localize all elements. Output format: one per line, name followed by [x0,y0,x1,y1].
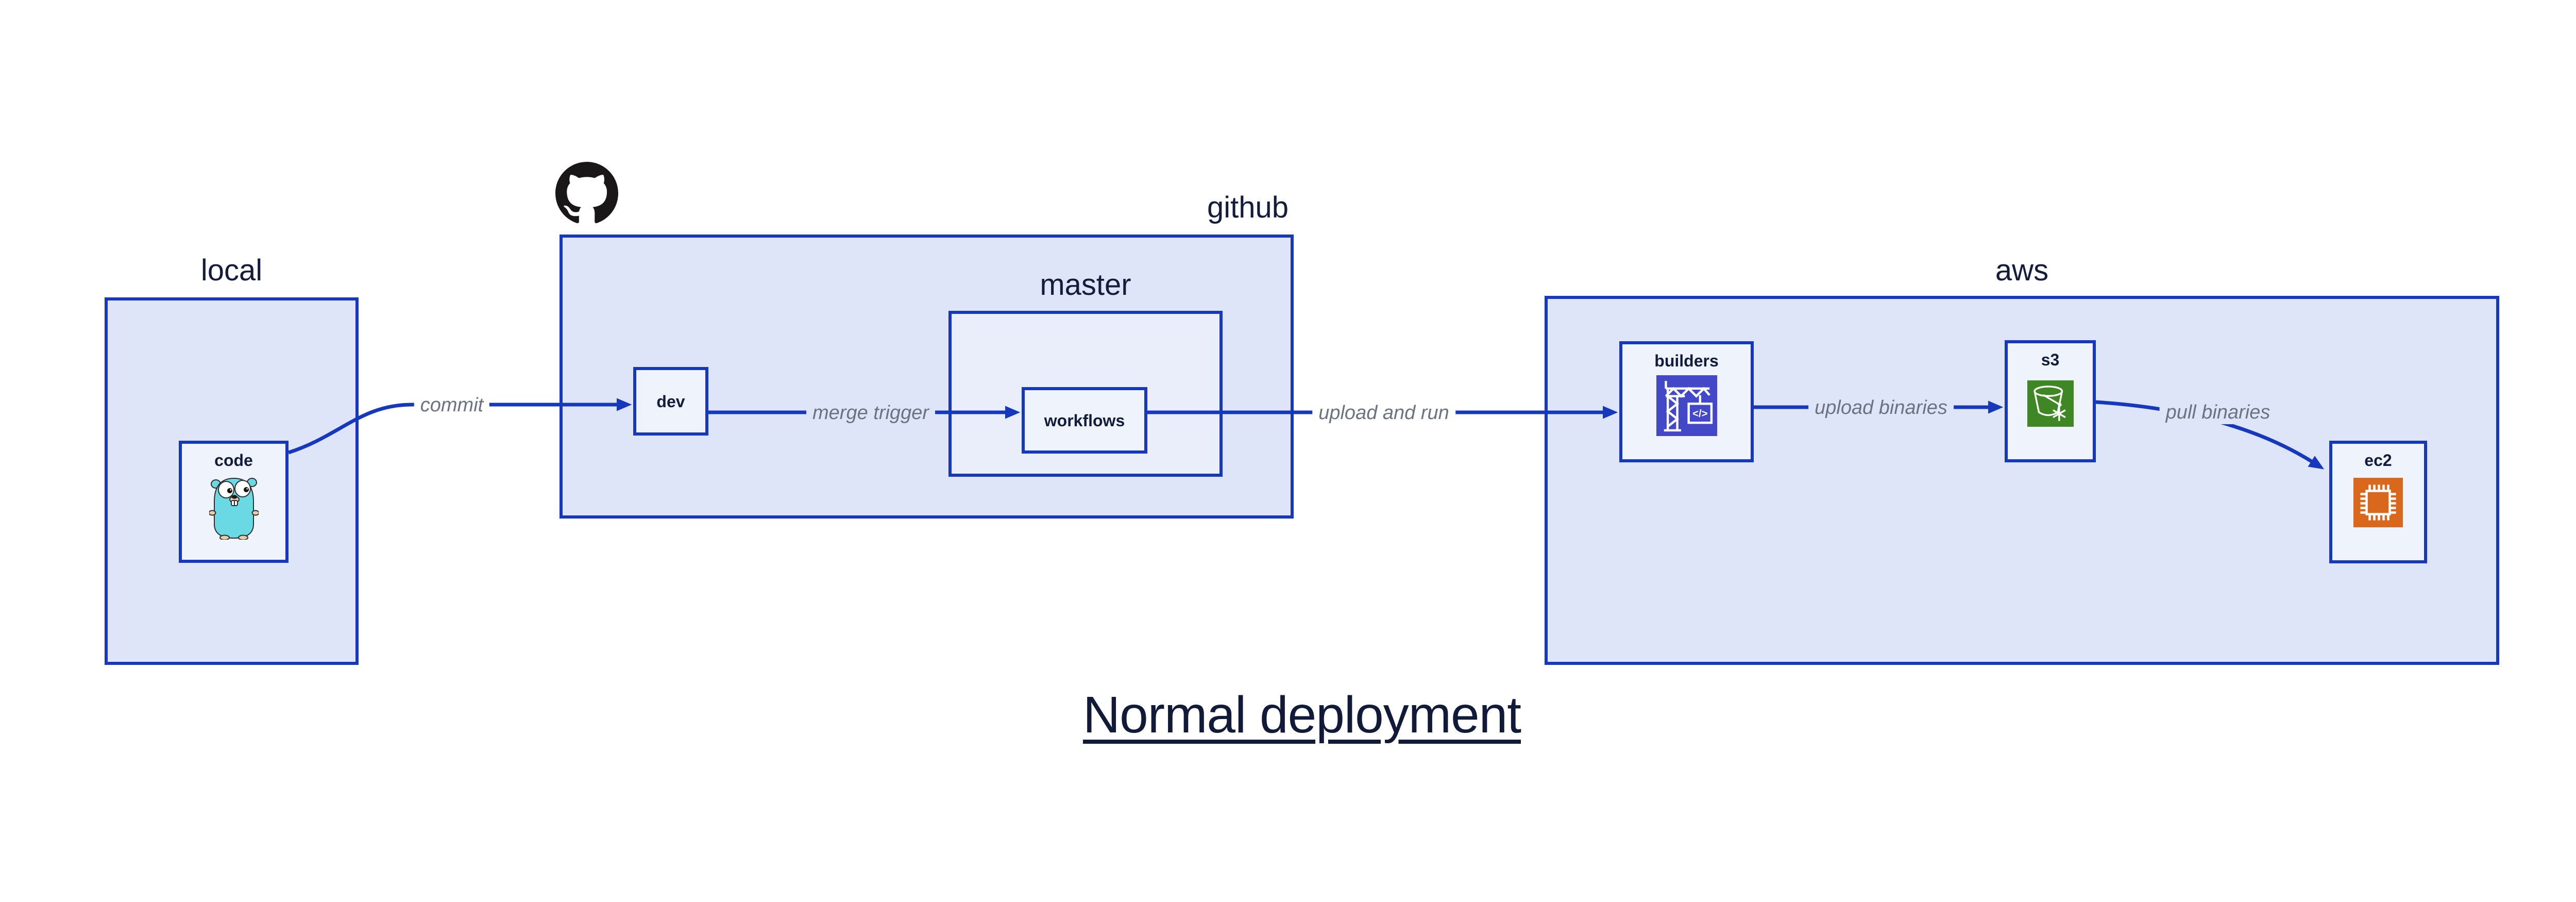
edge-label-pull-binaries: pull binaries [2159,400,2277,424]
node-dev: dev [633,367,708,436]
aws-codebuild-crane-icon: </> [1656,375,1717,436]
node-code: code [179,441,289,563]
node-dev-label: dev [656,392,685,411]
master-group-label: master [1040,268,1131,302]
node-s3: s3 [2005,340,2096,462]
node-builders-label: builders [1654,352,1719,370]
aws-s3-glacier-bucket-icon [2027,380,2074,427]
node-workflows-label: workflows [1044,411,1125,430]
node-workflows: workflows [1022,387,1147,454]
node-builders: builders </> [1619,341,1754,462]
aws-group-label: aws [1995,254,2049,287]
node-ec2-label: ec2 [2364,451,2392,470]
local-group-label: local [200,254,263,287]
edge-label-commit: commit [414,393,490,417]
edge-label-upload-and-run: upload and run [1312,401,1455,425]
edge-label-upload-binaries: upload binaries [1808,396,1954,420]
node-code-label: code [214,451,253,470]
node-s3-label: s3 [2041,350,2060,369]
go-gopher-icon [209,477,259,540]
edge-label-merge-trigger: merge trigger [806,401,935,425]
codebuild-code-glyph: </> [1692,408,1707,420]
aws-ec2-chip-icon [2353,478,2403,527]
diagram-title: Normal deployment [1082,686,1521,744]
github-group-label: github [1207,191,1289,224]
node-ec2: ec2 [2329,441,2427,563]
github-octocat-icon [555,162,618,223]
